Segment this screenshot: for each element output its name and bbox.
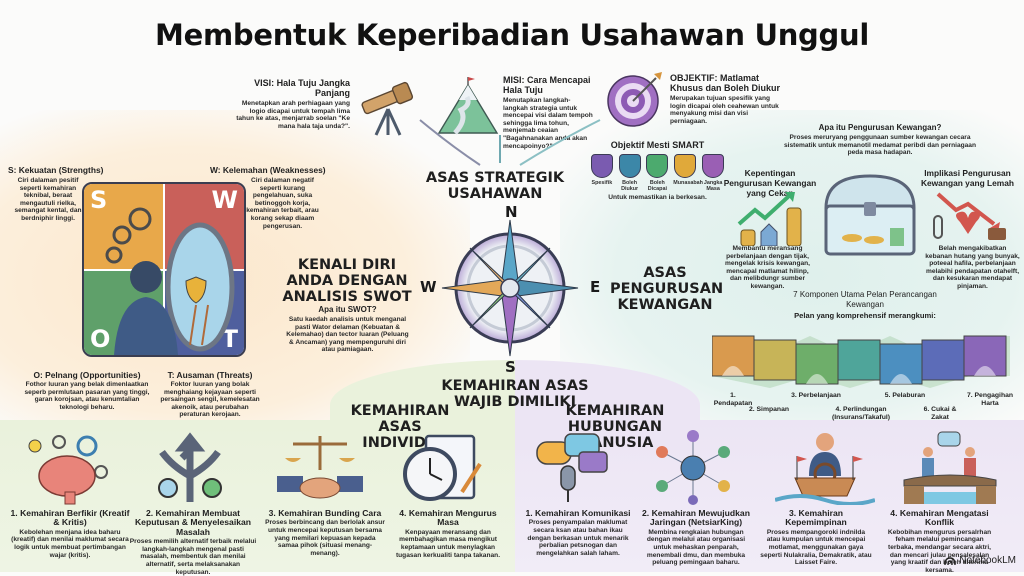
- visi-text: Menetapkan arah perhiagaan yang logio di…: [236, 100, 350, 130]
- compass-east: E: [590, 278, 601, 296]
- page-title: Membentuk Keperibadian Usahawan Unggul: [155, 18, 869, 52]
- individual-skill-3: 3. Kemahiran Bunding Cara Proses berbinc…: [265, 508, 385, 557]
- visi-block: VISI: Hala Tuju Jangka Panjang Menetapka…: [235, 78, 350, 130]
- misi-title: MISI: Cara Mencapai Hala Tuju: [503, 75, 591, 95]
- components-title: 7 Komponen Utama Pelan Perancangan Kewan…: [793, 290, 937, 309]
- misi-block: MISI: Cara Mencapai Hala Tuju Menutapkan…: [503, 75, 593, 150]
- component-1: 1. Pendapatan: [713, 392, 753, 407]
- swot-t-title: T: Ausaman (Threats): [167, 370, 253, 380]
- smart-item: Jangka Masa: [701, 154, 725, 192]
- finance-what-text: Proses meruryang penggunaan sumber kewan…: [784, 134, 976, 157]
- human-skill-4: 4. Kemahiran Mengatasi Konflik Kebobihan…: [887, 508, 992, 574]
- swot-what-title: Apa itu SWOT?: [318, 305, 377, 314]
- target-icon: [607, 72, 662, 127]
- individual-skill-4: 4. Kemahiran Mengurus Masa Kenpayaan mer…: [395, 508, 501, 559]
- smart-item: Spesifik: [590, 154, 614, 192]
- objektif-block: OBJEKTIF: Matlamat Khusus dan Boleh Diuk…: [670, 73, 780, 125]
- compass-north: N: [505, 203, 518, 221]
- telescope-icon: [361, 81, 414, 136]
- objektif-text: Merupakan tujuan spesifik yang login dic…: [670, 95, 779, 125]
- misi-text: Menutapkan langkah-langkah strategia unt…: [503, 97, 593, 150]
- smart-block: Objektif Mesti SMART Spesifik Boleh Diuk…: [590, 140, 725, 202]
- brand-mark: NotebookLM: [944, 555, 1016, 566]
- individual-skill-1: 1. Kemahiran Berfikir (Kreatif & Kritis)…: [10, 508, 130, 559]
- compass-rose-icon: [441, 219, 579, 357]
- smart-title: Objektif Mesti SMART: [610, 140, 705, 150]
- swot-t-block: T: Ausaman (Threats) Foktor luuran yang …: [160, 370, 260, 419]
- swot-s-text: Ciri dalaman pesitif seperti kemahiran t…: [14, 177, 82, 222]
- growth-coins-icon: [737, 192, 802, 246]
- swot-what-block: Apa itu SWOT? Satu kaedah analisis untuk…: [285, 305, 410, 354]
- swot-w-title: W: Kelemahan (Weaknesses): [210, 165, 326, 175]
- bridge-conflict-icon: [903, 431, 997, 504]
- compass-west: W: [420, 278, 437, 296]
- finance-good-text: Membantu meransang perbelanjaan dengan t…: [724, 245, 811, 290]
- swot-w-text: Ciri dalaman negatif seperti kurang peng…: [246, 177, 319, 230]
- swot-what-text: Satu kaedah analisis untuk menganal past…: [286, 316, 409, 354]
- smart-item: Munasabah: [673, 154, 703, 192]
- brain-gears-icon: [28, 435, 108, 505]
- human-skill-2: 2. Kemahiran Mewujudkan Jaringan (Netsia…: [642, 508, 750, 567]
- shield-icon: [674, 154, 697, 178]
- notebooklm-logo-icon: [944, 556, 956, 565]
- visi-title: VISI: Hala Tuju Jangka Panjang: [254, 78, 350, 98]
- finance-bad-title: Implikasi Pengurusan Kewangan yang Lemah: [920, 168, 1015, 188]
- finance-what-block: Apa itu Pengurusan Kewangan? Proses meru…: [780, 123, 980, 157]
- component-3: 3. Perbelanjaan: [791, 392, 841, 399]
- treasure-chest-icon: [824, 174, 916, 256]
- shield-icon: [590, 154, 613, 178]
- swot-s-block: S: Kekuatan (Strengths) Ciri dalaman pes…: [8, 165, 104, 223]
- human-skill-3: 3. Kemahiran Kepemimpinan Proses mempang…: [760, 508, 872, 567]
- objektif-title: OBJEKTIF: Matlamat Khusus dan Boleh Diuk…: [670, 73, 781, 93]
- component-4: 4. Perlindungan (Insurans/Takaful): [831, 406, 891, 421]
- decline-heart-icon: [933, 192, 1006, 240]
- smart-list: Spesifik Boleh Diukur Boleh Dicapai Muna…: [590, 154, 725, 192]
- connector-lines: [419, 119, 601, 166]
- basic-skills-heading: KEMAHIRAN ASAS WAJIB DIMILIKI: [441, 378, 589, 410]
- finance-good-title: Kepentingan Pengurusan Kewangan yang Cek…: [723, 168, 817, 198]
- swot-w-block: W: Kelemahan (Weaknesses) Ciri dalaman n…: [210, 165, 326, 230]
- swot-o-title: O: Pelnang (Opportunities): [33, 370, 141, 380]
- human-skill-1: 1. Kemahiran Komunikasi Proses penyampal…: [525, 508, 631, 557]
- finance-what-title: Apa itu Pengurusan Kewangan?: [818, 123, 942, 132]
- crossroad-arrows-icon: [158, 432, 222, 502]
- scales-handshake-icon: [277, 436, 363, 499]
- component-7: 7. Pengagihan Harta: [966, 392, 1014, 407]
- component-5: 5. Pelaburan: [884, 392, 926, 399]
- swot-o-text: Fothor luuran yang belak dimenlaatkan se…: [24, 381, 150, 411]
- finance-heading: ASAS PENGURUSAN KEWANGAN: [610, 265, 724, 313]
- swot-heading: KENALI DIRI ANDA DENGAN ANALISIS SWOT: [282, 257, 412, 305]
- strategy-heading: ASAS STRATEGIK USAHAWAN: [425, 170, 565, 202]
- shield-icon: [618, 154, 641, 178]
- components-bridge: [712, 335, 1010, 388]
- individual-skills-heading: KEMAHIRAN ASAS INDIVIDU: [350, 403, 450, 451]
- swot-s-title: S: Kekuatan (Strengths): [8, 165, 104, 175]
- finance-bad-text: Belah mengakibatkan kebanan hutang yang …: [925, 245, 1020, 290]
- brand-name: NotebookLM: [959, 555, 1016, 566]
- component-6: 6. Cukai & Zakat: [923, 406, 957, 421]
- smart-footer: Untuk memastikan ia berkesan.: [608, 194, 707, 201]
- mountain-path-icon: [437, 77, 499, 135]
- basic-skills-lobe: [330, 360, 700, 450]
- shield-icon: [702, 154, 725, 178]
- individual-skill-2: 2. Kemahiran Membuat Keputusan & Menyele…: [129, 508, 257, 576]
- man-mirror-icon: [105, 207, 235, 355]
- smart-item: Boleh Dicapai: [646, 154, 670, 192]
- component-2: 2. Simpanan: [748, 406, 790, 413]
- clock-notepad-icon: [403, 434, 482, 501]
- compass-south: S: [505, 358, 516, 376]
- components-header: 7 Komponen Utama Pelan Perancangan Kewan…: [790, 290, 940, 321]
- network-people-icon: [656, 430, 730, 505]
- smart-item: Boleh Diukur: [618, 154, 642, 192]
- swot-t-text: Foktor luuran yang bolak menghaiang keja…: [160, 381, 260, 419]
- chat-microphone-icon: [536, 433, 608, 502]
- captain-boat-icon: [775, 433, 875, 505]
- swot-o-block: O: Pelnang (Opportunities) Fothor luuran…: [22, 370, 152, 411]
- components-subtitle: Pelan yang komprehensif merangkumi:: [794, 311, 936, 320]
- shield-icon: [646, 154, 669, 178]
